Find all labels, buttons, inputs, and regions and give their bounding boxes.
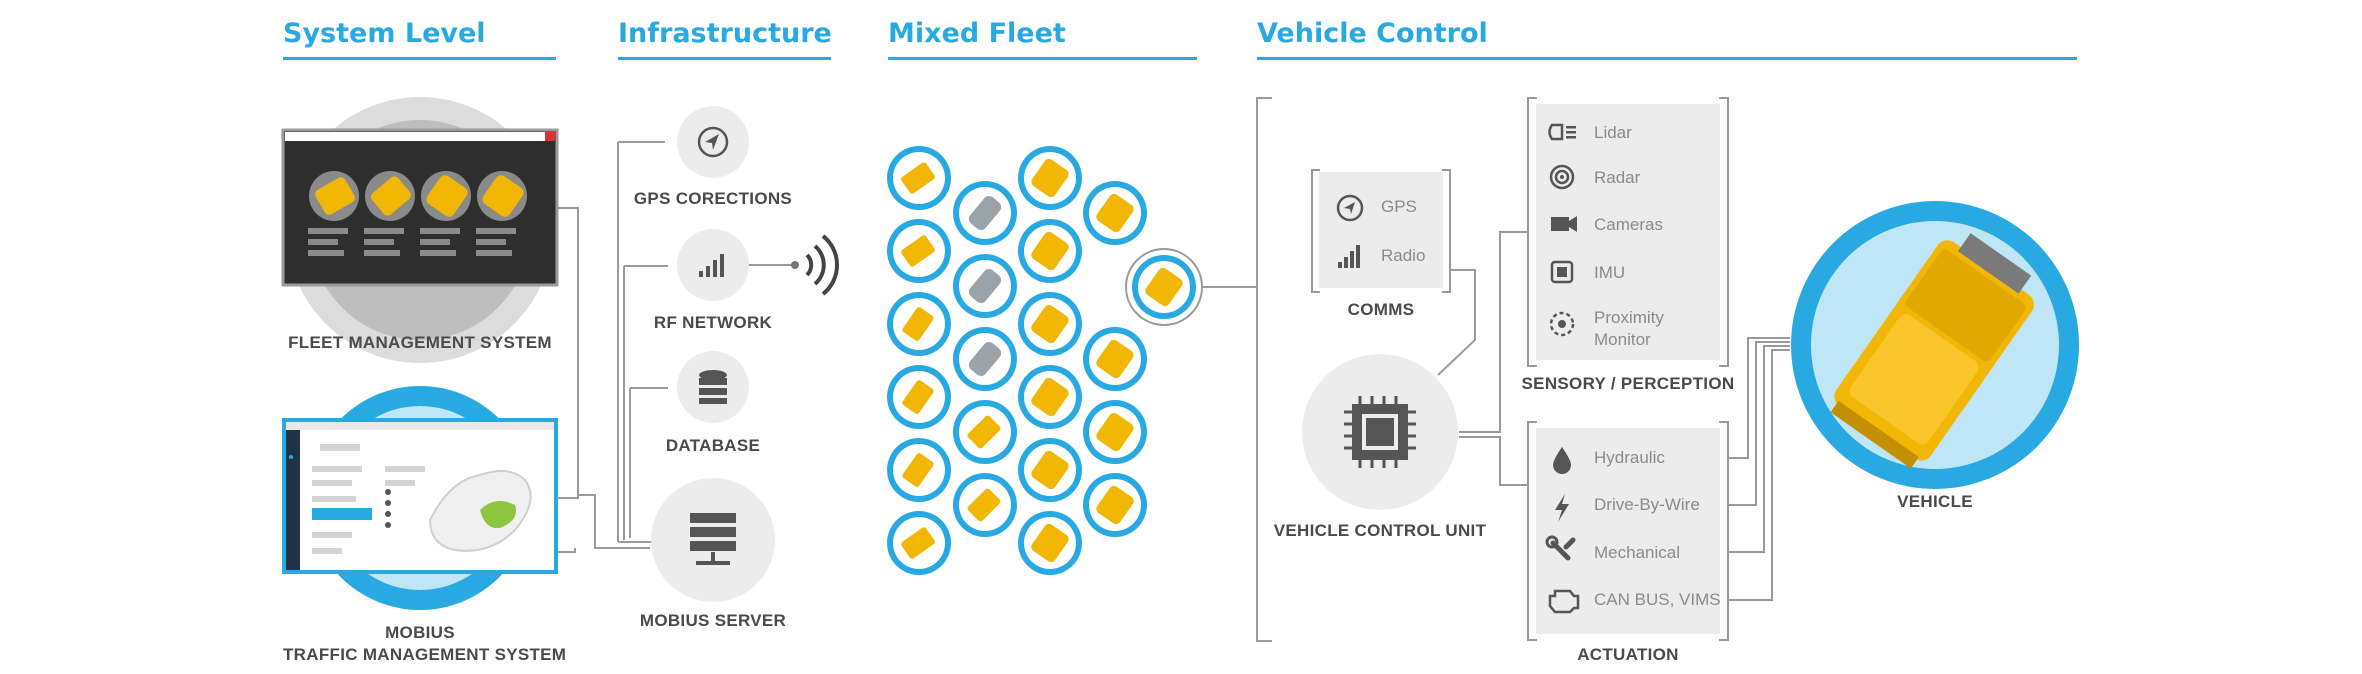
rf-network-node bbox=[677, 229, 840, 301]
sensory-perception-box bbox=[1527, 97, 1729, 367]
vehicle-control-bracket bbox=[1256, 97, 1272, 642]
hydraulic-icon bbox=[1553, 447, 1571, 474]
fleet-management-system-graphic bbox=[281, 97, 559, 363]
actuation-item-drive-by-wire: Drive-By-Wire bbox=[1594, 495, 1700, 514]
section-underline bbox=[618, 57, 831, 60]
actuation-item-mechanical: Mechanical bbox=[1594, 543, 1680, 562]
vehicle-label: VEHICLE bbox=[1897, 492, 1973, 511]
vehicle-graphic bbox=[1791, 201, 2079, 489]
imu-icon bbox=[1550, 260, 1574, 284]
actuation-item-can-bus: CAN BUS, VIMS bbox=[1594, 590, 1721, 609]
gps-corrections-label: GPS CORECTIONS bbox=[633, 189, 793, 208]
comms-box bbox=[1311, 169, 1451, 293]
section-mixed-fleet: Mixed Fleet bbox=[888, 18, 1066, 49]
vehicle-control-unit-label: VEHICLE CONTROL UNIT bbox=[1273, 521, 1487, 540]
section-vehicle-control: Vehicle Control bbox=[1257, 18, 1488, 49]
section-underline bbox=[888, 57, 1197, 60]
sensory-perception-label: SENSORY / PERCEPTION bbox=[1521, 374, 1735, 393]
comms-label: COMMS bbox=[1347, 300, 1415, 319]
camera-icon bbox=[1551, 216, 1577, 232]
traffic-management-system-label: TRAFFIC MANAGEMENT SYSTEM bbox=[283, 645, 567, 664]
section-underline bbox=[283, 57, 556, 60]
engine-icon bbox=[1548, 589, 1580, 614]
mobius-server-label: MOBIUS SERVER bbox=[639, 611, 787, 630]
radar-icon bbox=[1549, 164, 1575, 190]
database-node bbox=[677, 351, 749, 423]
mechanical-icon bbox=[1545, 535, 1576, 561]
gps-corrections-node bbox=[677, 106, 749, 178]
selected-fleet-vehicle bbox=[1125, 248, 1203, 326]
sensory-item-lidar: Lidar bbox=[1594, 123, 1632, 142]
section-infrastructure: Infrastructure bbox=[618, 18, 832, 49]
proximity-icon bbox=[1549, 311, 1575, 337]
sensory-item-radar: Radar bbox=[1594, 168, 1641, 187]
actuation-item-hydraulic: Hydraulic bbox=[1594, 448, 1665, 467]
database-label: DATABASE bbox=[665, 436, 761, 455]
sensory-item-cameras: Cameras bbox=[1594, 215, 1663, 234]
comms-item-radio: Radio bbox=[1381, 246, 1426, 265]
section-underline bbox=[1257, 57, 2077, 60]
rf-network-label: RF NETWORK bbox=[653, 313, 773, 332]
drive-by-wire-icon bbox=[1555, 494, 1569, 522]
fleet-vehicles bbox=[887, 146, 1257, 575]
fleet-haul-truck-column-2 bbox=[1083, 181, 1147, 537]
actuation-links bbox=[1728, 337, 1790, 601]
actuation-box bbox=[1527, 421, 1729, 641]
lidar-icon bbox=[1548, 123, 1576, 141]
sensory-item-monitor: Monitor bbox=[1594, 330, 1651, 349]
fleet-management-system-label: FLEET MANAGEMENT SYSTEM bbox=[288, 333, 552, 352]
mobius-server-node bbox=[651, 478, 775, 602]
sensory-item-imu: IMU bbox=[1594, 263, 1626, 282]
vehicle-control-unit bbox=[1302, 354, 1458, 510]
fleet-light-vehicle-column bbox=[953, 181, 1017, 537]
fleet-drill-column bbox=[887, 146, 951, 575]
mobius-label: MOBIUS bbox=[385, 623, 455, 642]
mobius-traffic-management-graphic bbox=[282, 386, 558, 610]
sensory-item-proximity: Proximity bbox=[1594, 308, 1664, 327]
section-system-level: System Level bbox=[283, 18, 486, 49]
system-links bbox=[557, 141, 668, 553]
fleet-haul-truck-column bbox=[1018, 146, 1082, 575]
comms-item-gps: GPS bbox=[1381, 197, 1417, 216]
actuation-label: ACTUATION bbox=[1577, 645, 1679, 664]
vcu-links bbox=[1437, 231, 1528, 486]
